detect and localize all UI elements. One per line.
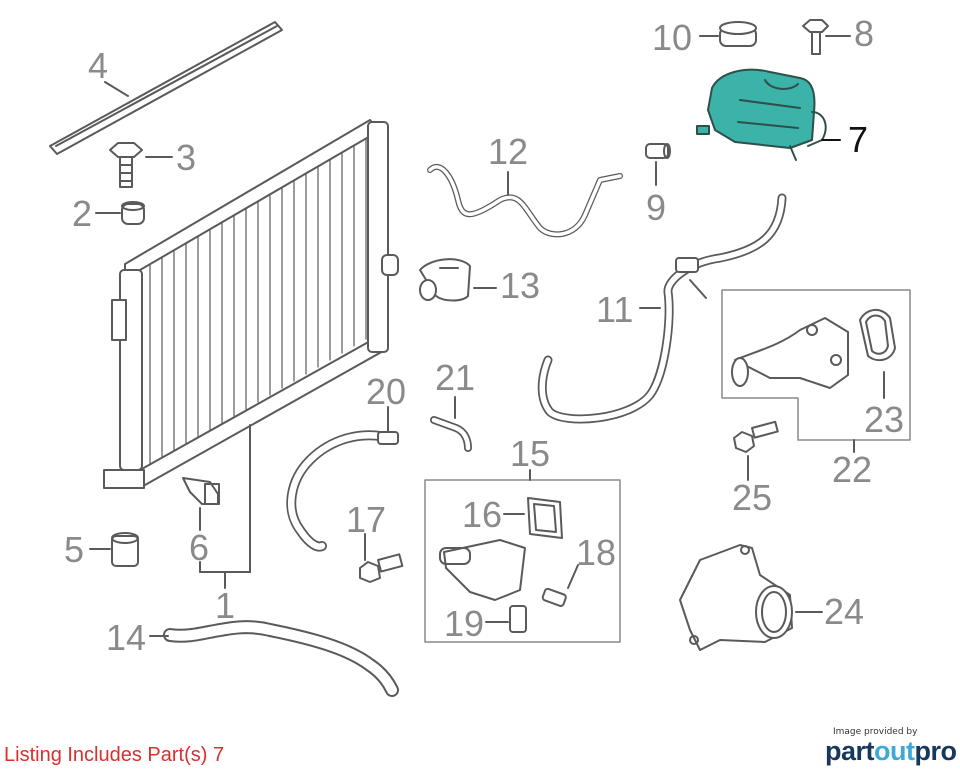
provider-attribution[interactable]: Image provided by partoutpro [825, 727, 957, 767]
part-20-hose [286, 430, 399, 552]
part-9-fitting [645, 143, 671, 159]
callout-21: 21 [435, 357, 476, 398]
callout-9: 9 [646, 187, 667, 228]
callout-13: 13 [500, 265, 541, 306]
part-7-coolant-reservoir [696, 68, 827, 161]
part-10-cap [719, 21, 757, 47]
callout-1: 1 [215, 585, 236, 626]
part-23-gasket [859, 309, 896, 362]
group-15-box [424, 479, 621, 643]
callout-20: 20 [366, 371, 407, 412]
callout-12: 12 [488, 131, 529, 172]
callout-23: 23 [864, 399, 905, 440]
part-3-bolt [109, 142, 143, 188]
callout-18: 18 [576, 532, 617, 573]
callout-7: 7 [848, 119, 869, 160]
callout-11: 11 [596, 289, 634, 330]
part-24-housing [679, 544, 793, 651]
partoutpro-logo[interactable]: partoutpro [825, 736, 957, 766]
part-1-radiator [103, 119, 399, 489]
part-4-seal-strip [49, 21, 283, 155]
part-17-bolt [359, 553, 404, 583]
part-13-hose-elbow [419, 258, 471, 302]
listing-note: Listing Includes Part(s) 7 [4, 744, 225, 766]
callout-24: 24 [824, 591, 865, 632]
callout-19: 19 [444, 603, 485, 644]
callout-25: 25 [732, 477, 773, 518]
callout-8: 8 [854, 13, 875, 54]
part-18-sensor [541, 587, 567, 607]
part-16-gasket [527, 497, 563, 539]
callout-15: 15 [510, 433, 551, 474]
callout-10: 10 [652, 17, 693, 58]
callout-6: 6 [189, 527, 210, 568]
group-22-box [721, 289, 911, 441]
part-15-thermostat-housing [439, 539, 526, 601]
part-21-hose [430, 416, 472, 452]
leader-lines [89, 35, 885, 637]
provider-caption: Image provided by [833, 727, 918, 737]
part-25-bolt [733, 420, 779, 453]
callout-16: 16 [462, 494, 503, 535]
part-22-water-outlet [731, 317, 849, 389]
part-2-grommet [121, 201, 145, 225]
callout-2: 2 [72, 193, 93, 234]
part-12-hose [427, 163, 623, 238]
part-8-bolt [802, 19, 829, 55]
callout-17: 17 [346, 499, 387, 540]
part-14-lower-hose [163, 620, 399, 697]
callout-3: 3 [176, 137, 197, 178]
part-5-plug [111, 532, 139, 567]
part-11-hose [537, 193, 787, 424]
callout-22: 22 [832, 449, 873, 490]
callout-5: 5 [64, 529, 85, 570]
part-19-sensor [509, 605, 527, 633]
callout-4: 4 [88, 45, 109, 86]
part-6-bracket [182, 477, 220, 505]
callout-14: 14 [106, 617, 147, 658]
